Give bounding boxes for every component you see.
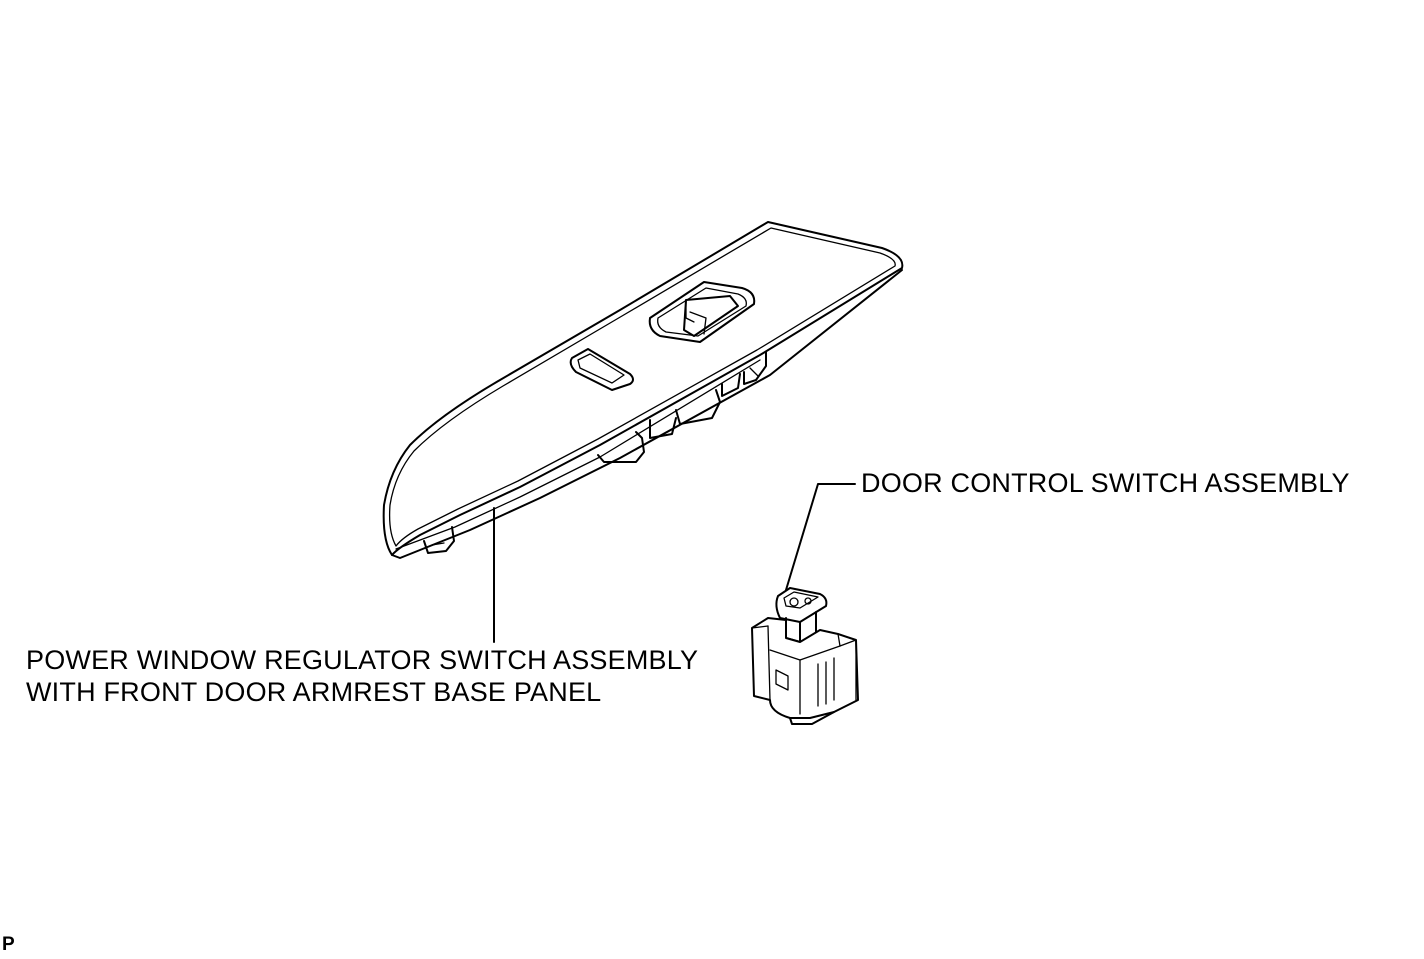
armrest-base-panel-illustration xyxy=(382,221,904,559)
door-control-switch-illustration xyxy=(751,587,859,725)
page-marker: P xyxy=(2,934,15,955)
power-window-switch-callout-line2: WITH FRONT DOOR ARMREST BASE PANEL xyxy=(26,677,602,707)
leader-line-door-control-switch xyxy=(785,483,856,591)
door-control-switch-callout: DOOR CONTROL SWITCH ASSEMBLY xyxy=(861,468,1350,498)
power-window-switch-callout-line1: POWER WINDOW REGULATOR SWITCH ASSEMBLY xyxy=(26,645,699,675)
power-window-switch-callout: POWER WINDOW REGULATOR SWITCH ASSEMBLY W… xyxy=(26,644,698,708)
